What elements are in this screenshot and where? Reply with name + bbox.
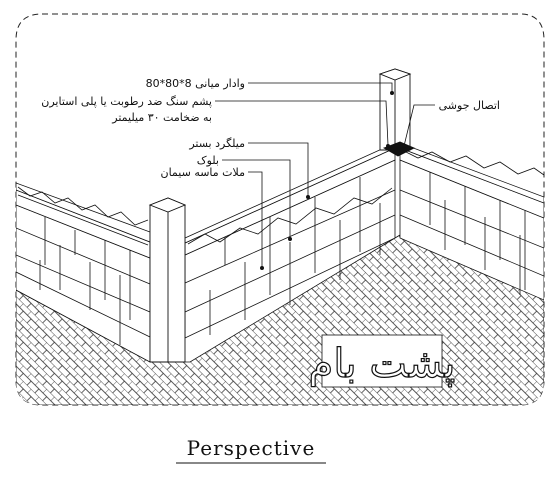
callout-insulation-line2: به ضخامت ۳۰ میلیمتر xyxy=(111,111,212,124)
left-wall xyxy=(16,182,151,363)
callout-tie-column: وادار میانی 8*80*80 xyxy=(146,77,245,90)
leader-dots xyxy=(260,91,406,270)
roof-label-box xyxy=(321,334,443,388)
callout-mortar: ملات ماسه سیمان xyxy=(161,166,246,179)
right-wall xyxy=(399,142,544,301)
callout-mesh: میلگرد بستر xyxy=(188,137,245,150)
callout-weld-joint: اتصال جوشی xyxy=(439,99,500,112)
leader-lines xyxy=(215,82,435,268)
callout-block: بلوک xyxy=(197,154,219,167)
column-left xyxy=(148,197,187,363)
callout-insulation-line1: پشم سنگ ضد رطوبت یا پلی استایرن xyxy=(41,95,212,108)
column-right xyxy=(378,68,416,157)
roof-label: پشت بام xyxy=(309,341,456,387)
caption: Perspective xyxy=(187,436,316,460)
dashed-frame xyxy=(15,13,545,406)
